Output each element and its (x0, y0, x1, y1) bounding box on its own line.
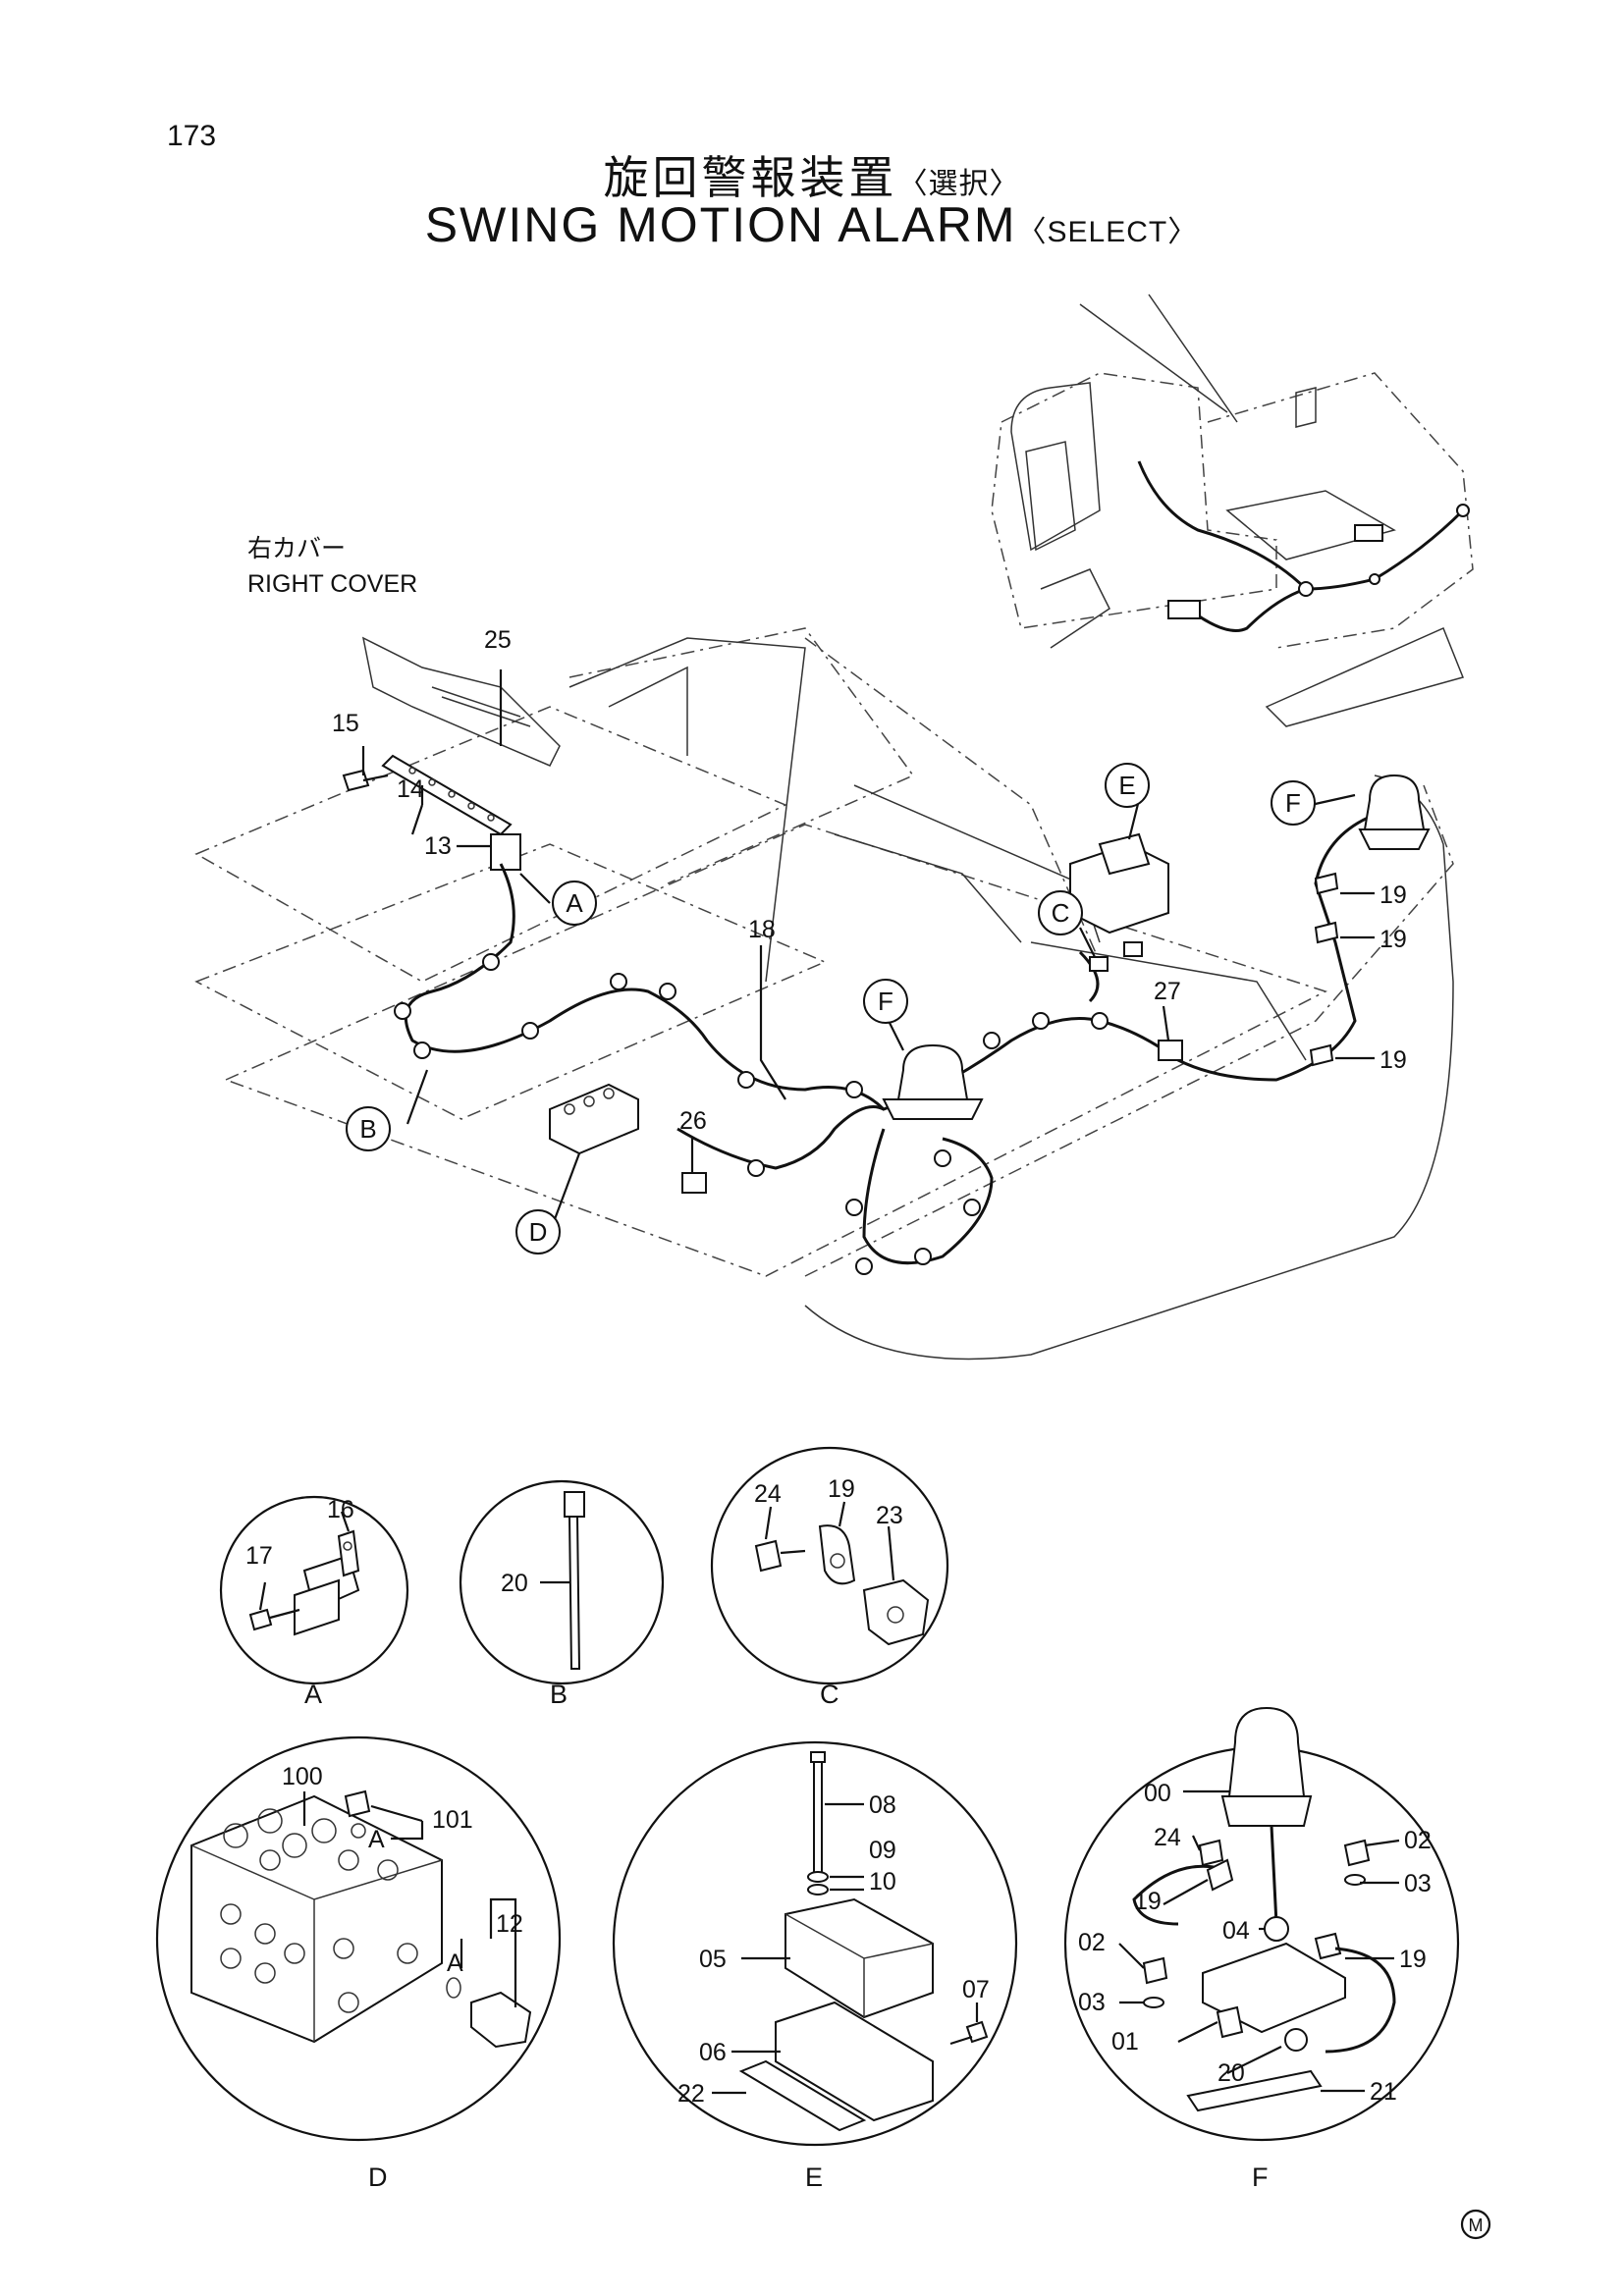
ref-circle-D: D (515, 1209, 561, 1255)
main-leader-lines (361, 669, 1375, 1220)
detail-F-caption: F (1252, 2163, 1269, 2192)
callout-15: 15 (332, 710, 359, 737)
callout-27: 27 (1154, 978, 1181, 1005)
detail-F-label-19-right: 19 (1399, 1946, 1427, 1973)
ref-circle-F-center: F (863, 979, 908, 1024)
detail-A-label-16: 16 (327, 1496, 354, 1523)
callout-19-a: 19 (1380, 881, 1407, 909)
title-jp-main: 旋回警報装置 (603, 151, 898, 204)
detail-F-label-03-lower: 03 (1078, 1989, 1106, 2016)
detail-D-caption: D (368, 2163, 388, 2192)
svg-text:F: F (1285, 788, 1301, 818)
detail-F-label-20: 20 (1217, 2059, 1245, 2087)
detail-A-caption: A (304, 1680, 322, 1709)
svg-text:E: E (1118, 771, 1135, 800)
svg-text:M: M (1469, 2216, 1484, 2235)
callout-26: 26 (679, 1107, 707, 1135)
callout-18: 18 (748, 916, 776, 943)
detail-B: 20 B (459, 1479, 665, 1709)
title-jp-sub: 〈選択〉 (897, 167, 1020, 201)
ref-circle-B: B (346, 1106, 391, 1151)
detail-F-label-02-lower: 02 (1078, 1929, 1106, 1956)
detail-C-label-23: 23 (876, 1502, 903, 1529)
ref-circle-F-right: F (1271, 780, 1316, 826)
title-japanese: 旋回警報装置〈選択〉 (0, 142, 1623, 207)
callout-19-c: 19 (1380, 1046, 1407, 1074)
detail-E-label-22: 22 (677, 2080, 705, 2108)
detail-E-label-06: 06 (699, 2039, 727, 2066)
detail-E-label-05: 05 (699, 1946, 727, 1973)
detail-F-label-19-left: 19 (1134, 1888, 1162, 1915)
detail-D-label-A-lower: A (447, 1949, 463, 1977)
detail-E-label-10: 10 (869, 1868, 896, 1896)
detail-F-label-04: 04 (1222, 1917, 1250, 1945)
detail-A: 16 17 A (219, 1495, 409, 1709)
detail-E-label-07: 07 (962, 1976, 990, 2003)
detail-D-label-101: 101 (432, 1806, 473, 1834)
detail-F-label-01: 01 (1111, 2028, 1139, 2056)
detail-C-label-24: 24 (754, 1480, 782, 1508)
detail-A-label-17: 17 (245, 1542, 273, 1570)
svg-text:B: B (359, 1114, 376, 1144)
svg-text:A: A (566, 888, 583, 918)
title-en-sub: 〈SELECT〉 (1016, 216, 1199, 248)
svg-text:F: F (878, 987, 893, 1016)
svg-text:C: C (1052, 898, 1070, 928)
detail-D: 100 101 A 12 A D (155, 1735, 562, 2192)
detail-E: 08 09 10 05 07 06 22 E (612, 1740, 1018, 2192)
detail-B-caption: B (550, 1680, 568, 1709)
ref-circle-C: C (1038, 890, 1083, 935)
detail-E-label-09: 09 (869, 1837, 896, 1864)
detail-F-label-21: 21 (1370, 2078, 1397, 2106)
detail-D-label-12: 12 (496, 1910, 523, 1938)
detail-F-label-24: 24 (1154, 1824, 1181, 1851)
title-english: SWING MOTION ALARM〈SELECT〉 (0, 196, 1623, 253)
detail-F-label-03-upper: 03 (1404, 1870, 1432, 1897)
ref-circle-A: A (552, 881, 597, 926)
ref-circle-E: E (1105, 763, 1150, 808)
callout-14: 14 (397, 775, 424, 803)
detail-B-label-20: 20 (501, 1570, 528, 1597)
right-cover-en-label: RIGHT COVER (247, 570, 417, 598)
svg-text:D: D (529, 1217, 548, 1247)
detail-F-label-02-upper: 02 (1404, 1827, 1432, 1854)
main-chassis (194, 627, 1454, 1361)
detail-F: 00 24 02 03 19 04 02 19 03 01 20 21 F (1063, 1706, 1460, 2192)
excavator-overview (991, 294, 1474, 727)
corner-mark: M (1460, 2209, 1491, 2240)
detail-C-caption: C (820, 1680, 839, 1709)
detail-E-caption: E (805, 2163, 823, 2192)
right-cover-jp-label: 右カバー (247, 535, 346, 562)
title-en-main: SWING MOTION ALARM (424, 197, 1017, 252)
callout-25: 25 (484, 626, 512, 654)
callout-13: 13 (424, 832, 452, 860)
detail-C: 24 19 23 C (710, 1446, 949, 1709)
callout-19-b: 19 (1380, 926, 1407, 953)
page-number: 173 (167, 120, 217, 152)
detail-E-label-08: 08 (869, 1791, 896, 1819)
detail-D-label-100: 100 (282, 1763, 323, 1790)
detail-D-label-A-upper: A (368, 1826, 385, 1853)
detail-F-label-00: 00 (1144, 1780, 1171, 1807)
detail-C-label-19: 19 (828, 1475, 855, 1503)
